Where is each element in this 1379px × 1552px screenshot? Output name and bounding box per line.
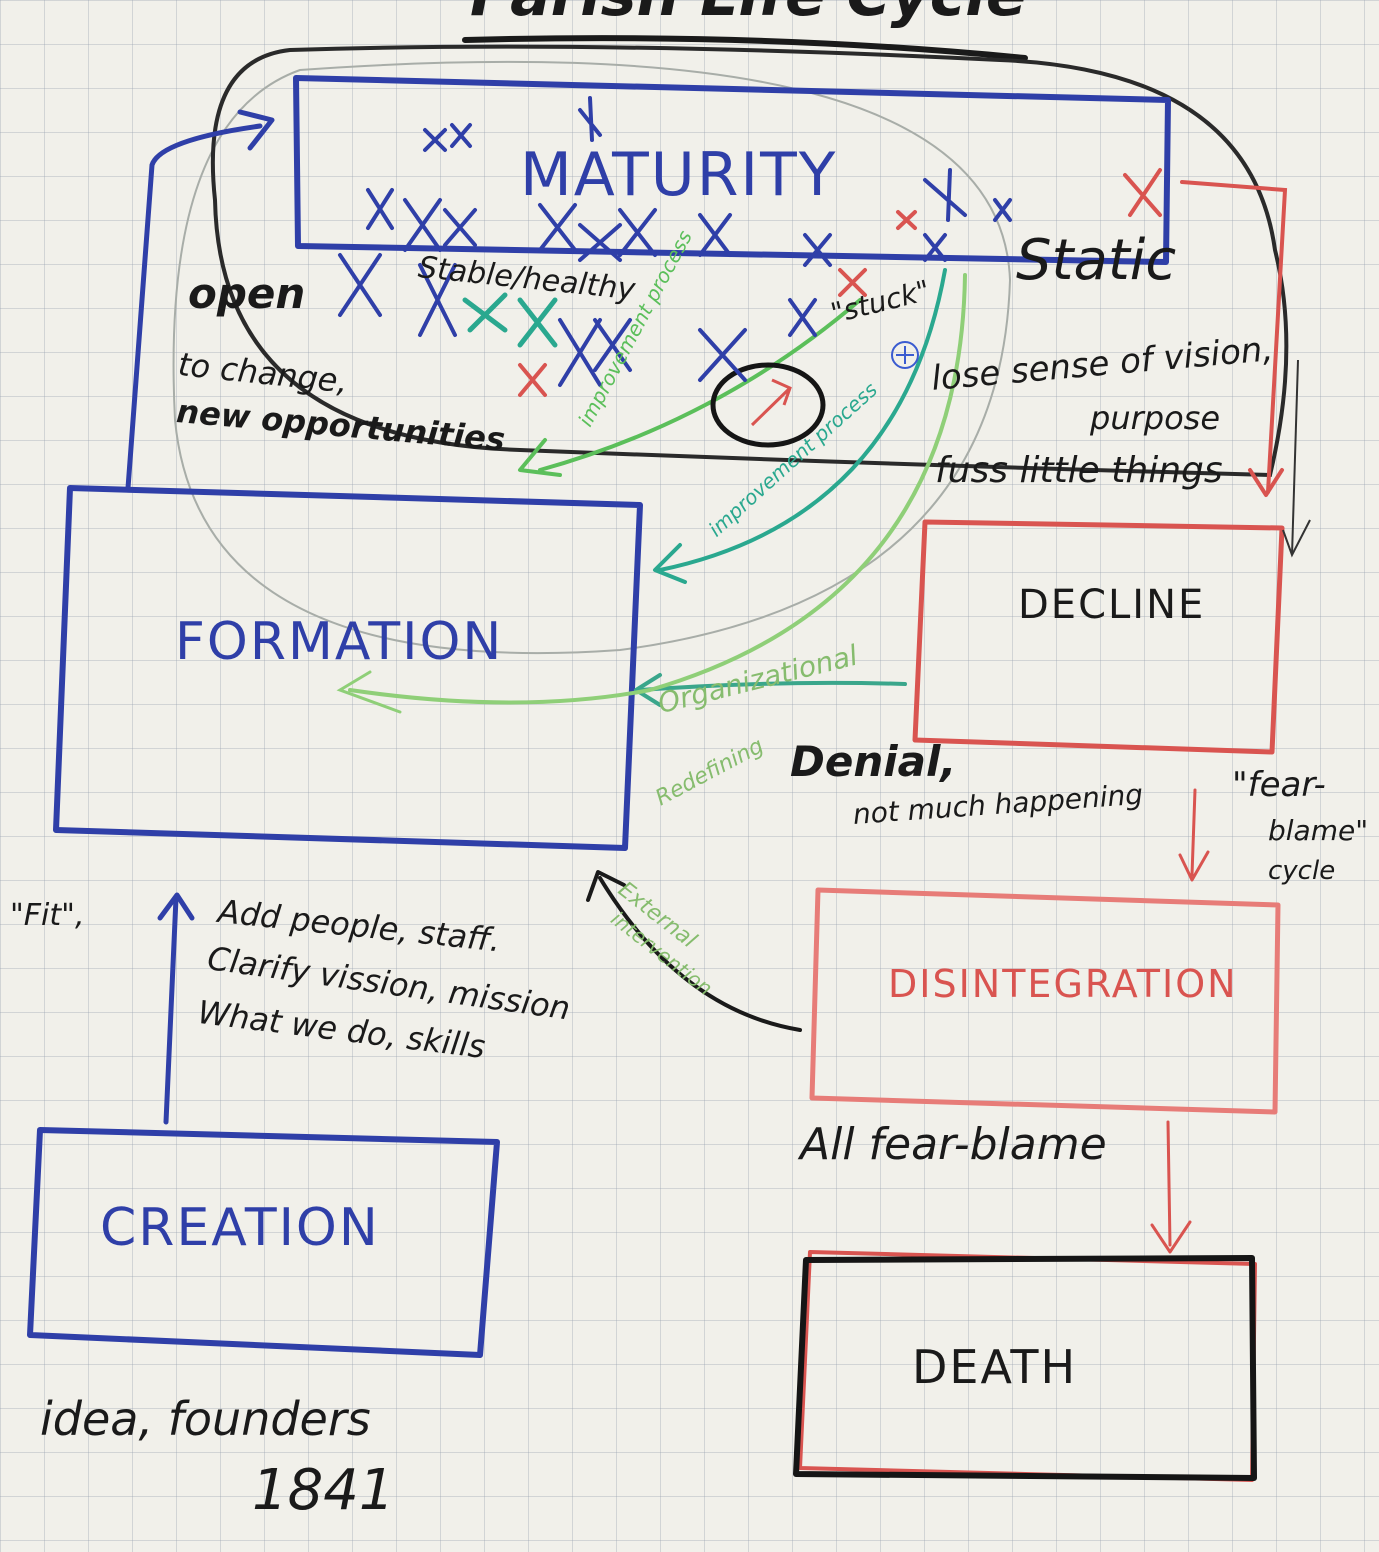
arrow-formation-maturity [125, 123, 263, 491]
arrow-external-intervention [598, 876, 802, 1032]
stage-formation: FORMATION [175, 612, 504, 672]
title-underline [462, 35, 1028, 61]
stage-maturity: MATURITY [520, 140, 838, 210]
note-denial: Denial, [790, 737, 957, 786]
note-idea-founders: idea, founders [40, 1392, 371, 1446]
maturity-box [293, 75, 1171, 265]
note-fear-blame-line2: blame" [1268, 814, 1369, 847]
decline-box [912, 519, 1285, 755]
note-fuss-little-things: fuss little things [935, 450, 1223, 491]
note-static: Static [1016, 228, 1177, 293]
stuck-circle [710, 362, 826, 448]
arrow-creation-formation [163, 895, 179, 1125]
note-fear-blame-line3: cycle [1268, 856, 1336, 886]
stage-decline: DECLINE [1018, 582, 1206, 628]
note-all-fear-blame: All fear-blame [800, 1119, 1107, 1170]
arrow-disintegration-death [1166, 1120, 1172, 1247]
note-lose-vision-line2: purpose [1090, 399, 1220, 437]
note-year: 1841 [252, 1458, 395, 1523]
page-title: Parish Life Cycle [470, 0, 1027, 27]
disintegration-box [809, 887, 1281, 1115]
arrow-decline-formation [638, 680, 907, 692]
stage-disintegration: DISINTEGRATION [888, 962, 1238, 1006]
formation-box [53, 485, 643, 851]
note-open-line1: open [188, 269, 306, 318]
death-box [793, 1255, 1257, 1481]
note-fit: "Fit", [10, 898, 85, 933]
arrow-decline-disintegration [1190, 788, 1197, 877]
note-fear-blame-line1: "fear- [1232, 765, 1326, 805]
stage-death: DEATH [912, 1340, 1078, 1394]
arrow-improvement-maturity [538, 298, 862, 472]
arrow-maturity-decline [1180, 180, 1288, 494]
arrow-improvement-process [658, 268, 947, 572]
stage-creation: CREATION [100, 1198, 380, 1258]
creation-box [27, 1127, 500, 1358]
pencil-circle [172, 60, 1012, 655]
vote-marks [338, 96, 1162, 397]
maturity-loop [210, 44, 1289, 478]
arrow-organizational-redefining [348, 273, 967, 705]
